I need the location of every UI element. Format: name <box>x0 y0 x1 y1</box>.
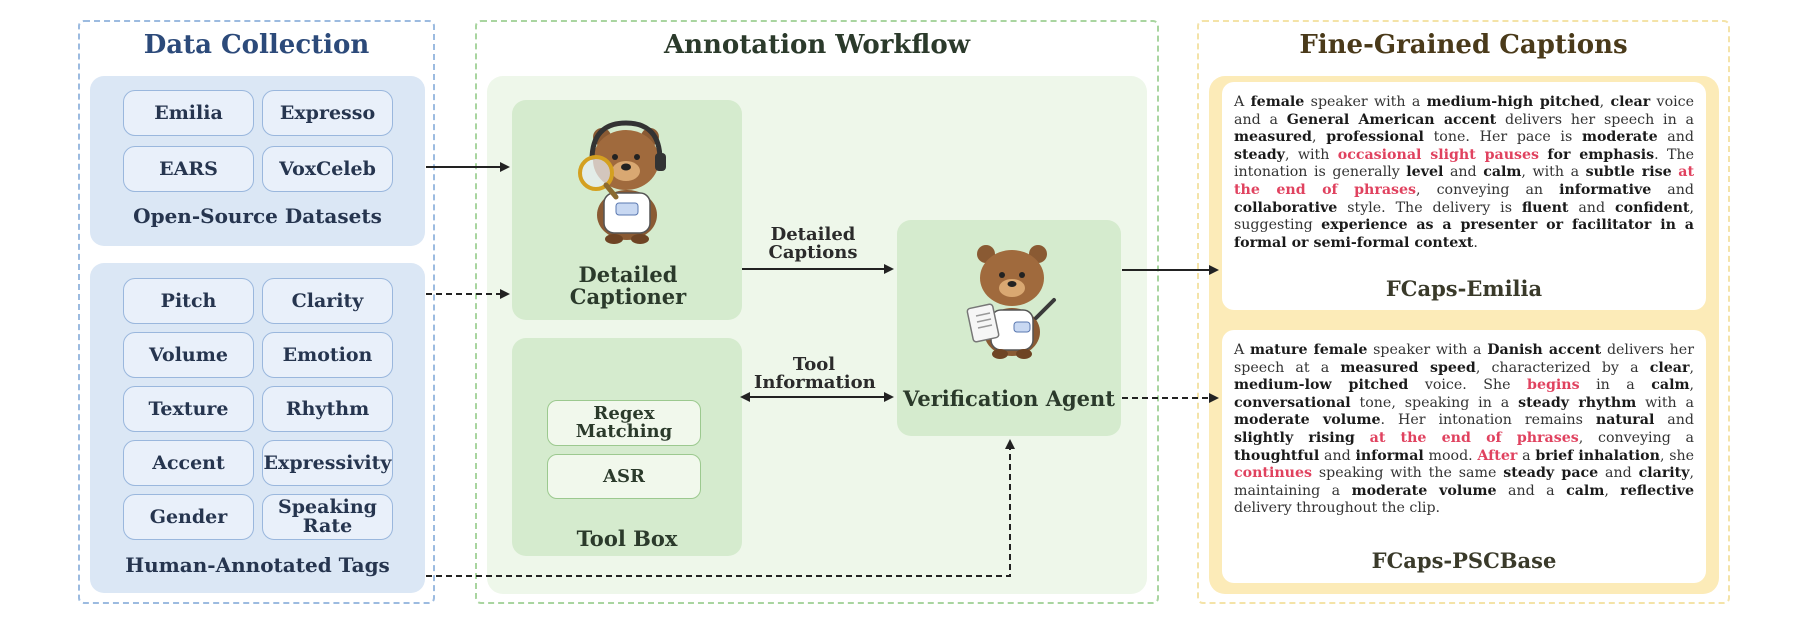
data-collection-title: Data Collection <box>143 30 370 60</box>
annotation-workflow-title: Annotation Workflow <box>663 30 971 60</box>
asr-tool: ASR <box>547 454 701 499</box>
tag-volume: Volume <box>123 332 254 378</box>
tag-gender: Gender <box>123 494 254 540</box>
fcaps-pscbase-card <box>1222 330 1706 583</box>
tag-accent: Accent <box>123 440 254 486</box>
detailed-captioner-label: Detailed Captioner <box>569 262 687 310</box>
tag-emilia: Emilia <box>123 90 254 136</box>
tag-expressivity: Expressivity <box>262 440 393 486</box>
fcaps-pscbase-label: FCaps-PSCBase <box>1371 548 1557 573</box>
tag-speaking-rate: Speaking Rate <box>262 494 393 540</box>
tag-expresso: Expresso <box>262 90 393 136</box>
bear-agent-icon <box>966 245 1056 359</box>
fine-grained-captions-panel <box>1197 20 1730 604</box>
verification-agent-label: Verification Agent <box>903 386 1115 411</box>
human-annotated-tags-label: Human-Annotated Tags <box>125 553 390 577</box>
fcaps-emilia-label: FCaps-Emilia <box>1385 276 1543 301</box>
arrow-tags-to-agent <box>426 439 1015 577</box>
tag-emotion: Emotion <box>262 332 393 378</box>
fcaps-emilia-caption: A female speaker with a medium-high pitc… <box>1234 94 1695 251</box>
tag-rhythm: Rhythm <box>262 386 393 432</box>
open-source-datasets-label: Open-Source Datasets <box>133 204 382 228</box>
tag-pitch: Pitch <box>123 278 254 324</box>
tool-box-label: Tool Box <box>576 526 678 551</box>
tool-box <box>512 338 742 556</box>
tag-ears: EARS <box>123 146 254 192</box>
tag-texture: Texture <box>123 386 254 432</box>
tag-clarity: Clarity <box>262 278 393 324</box>
regex-matching-tool: Regex Matching <box>547 400 701 446</box>
data-collection-panel <box>78 20 435 604</box>
fcaps-emilia-card <box>1222 82 1706 310</box>
annotation-workflow-panel <box>475 20 1159 604</box>
tool-information-arrow-label: Tool Information <box>754 354 876 393</box>
fcaps-pscbase-caption: A mature female speaker with a Danish ac… <box>1234 342 1695 517</box>
bear-captioner-icon <box>578 120 666 244</box>
detailed-captions-arrow-label: Detailed Captions <box>768 224 858 263</box>
fine-grained-captions-title: Fine-Grained Captions <box>1299 30 1628 60</box>
tag-voxceleb: VoxCeleb <box>262 146 393 192</box>
